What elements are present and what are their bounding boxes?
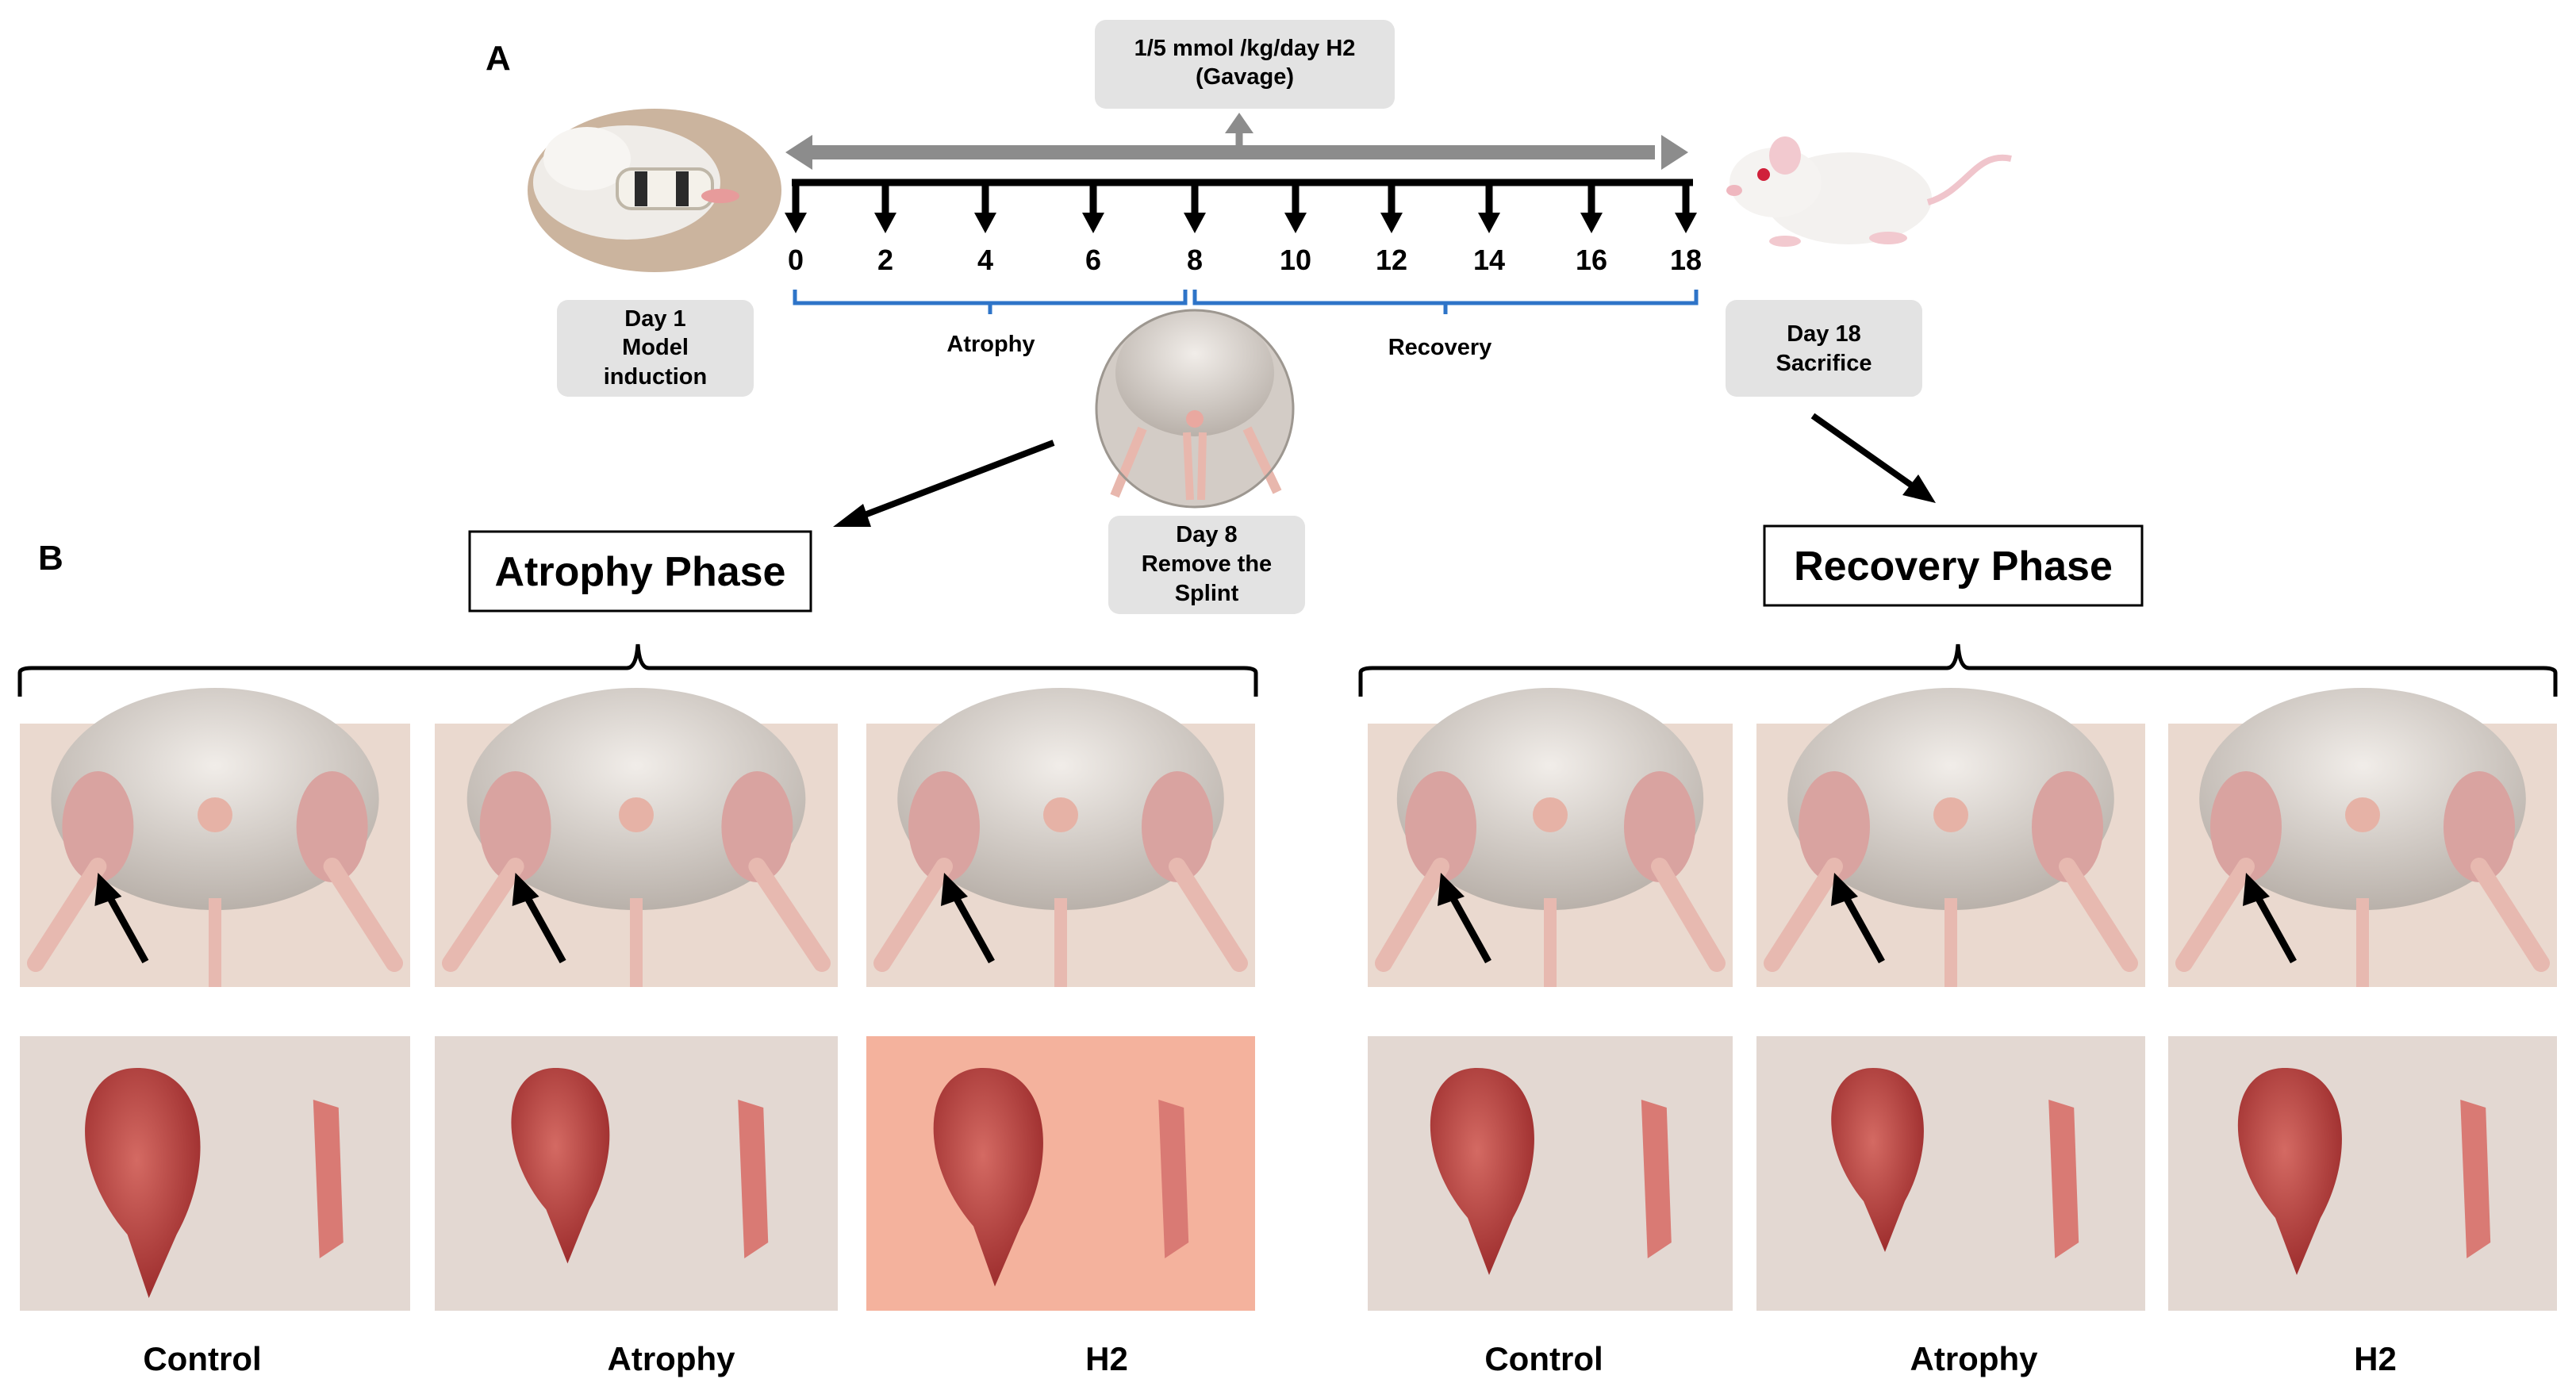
- timeline-tick-arrow: [1380, 184, 1403, 233]
- muscle-photo: [435, 1036, 838, 1311]
- white-mouse-image: [1726, 136, 2012, 247]
- treatment-period-arrow: [785, 135, 1688, 170]
- timeline-tick-label: 10: [1280, 244, 1311, 276]
- muscle-photo: [1368, 1036, 1733, 1311]
- day8-box: [1108, 516, 1305, 614]
- atrophy-phase-brace: [17, 643, 1258, 697]
- panel-label-b: B: [38, 539, 63, 578]
- timeline-tick-arrow: [874, 184, 896, 233]
- timeline-tick-arrow: [974, 184, 996, 233]
- splint-removed-mouse-image: [1095, 309, 1295, 509]
- timeline-tick-arrow: [1478, 184, 1500, 233]
- group-labels: Control Atrophy H2 Control Atrophy H2: [143, 1340, 2397, 1377]
- timeline-tick-label: 8: [1187, 244, 1203, 276]
- muscle-photo: [1756, 1036, 2145, 1311]
- group-label: Control: [1484, 1340, 1603, 1377]
- day8-line-1: Day 8: [1176, 522, 1237, 547]
- timeline-tick-label: 0: [788, 244, 804, 276]
- hindlimb-photo: [435, 688, 838, 987]
- timeline-tick-arrow: [1675, 184, 1697, 233]
- timeline-tick-label: 18: [1670, 244, 1702, 276]
- hindlimb-photo: [1368, 688, 1733, 987]
- group-label: H2: [2354, 1340, 2397, 1377]
- hindlimb-photo: [2168, 688, 2557, 987]
- day1-line-2: Model: [622, 335, 689, 360]
- hindlimb-photo: [1756, 688, 2145, 987]
- atrophy-bracket: [793, 290, 1188, 314]
- timeline-tick-arrow: [1284, 184, 1307, 233]
- hindlimb-photo: [20, 688, 410, 987]
- hindlimb-photo: [866, 688, 1255, 987]
- muscle-photo: [2168, 1036, 2557, 1311]
- arrow-to-atrophy-phase: [833, 440, 1055, 527]
- timeline-tick-arrow: [785, 184, 807, 233]
- day8-line-3: Splint: [1175, 581, 1239, 606]
- group-photos: [20, 688, 2557, 1311]
- atrophy-phase-box: [468, 530, 812, 613]
- timeline-tick-label: 12: [1376, 244, 1407, 276]
- day18-line-1: Day 18: [1787, 321, 1861, 347]
- timeline-tick-label: 4: [977, 244, 993, 276]
- panel-label-a: A: [486, 39, 511, 78]
- group-label: Atrophy: [608, 1340, 736, 1377]
- timeline-tick-label: 16: [1576, 244, 1607, 276]
- muscle-photo: [20, 1036, 410, 1311]
- dose-line-1: 1/5 mmol /kg/day H2: [1134, 36, 1356, 61]
- timeline-tick-arrows: [785, 184, 1697, 233]
- timeline-tick-label: 14: [1473, 244, 1505, 276]
- arrow-to-recovery-phase: [1810, 413, 1936, 503]
- recovery-bracket: [1192, 290, 1699, 314]
- timeline-tick-arrow: [1184, 184, 1206, 233]
- day1-box: [557, 300, 754, 397]
- group-label: Control: [143, 1340, 261, 1377]
- atrophy-phase-title: Atrophy Phase: [495, 549, 786, 595]
- timeline-tick-label: 2: [877, 244, 893, 276]
- dose-line-2: (Gavage): [1196, 64, 1294, 90]
- atrophy-bracket-label: Atrophy: [946, 332, 1035, 357]
- muscle-photo: [866, 1036, 1255, 1311]
- recovery-phase-brace: [1358, 643, 2558, 697]
- splinted-mouse-image: [528, 109, 781, 272]
- recovery-phase-title: Recovery Phase: [1794, 543, 2113, 590]
- recovery-bracket-label: Recovery: [1388, 335, 1492, 360]
- day1-line-3: induction: [604, 364, 707, 390]
- dose-box: [1095, 20, 1395, 109]
- timeline-tick-arrow: [1082, 184, 1104, 233]
- timeline-tick-label: 6: [1085, 244, 1101, 276]
- group-label: Atrophy: [1910, 1340, 2039, 1377]
- recovery-phase-box: [1763, 524, 2144, 607]
- day18-box: [1726, 300, 1922, 397]
- group-label: H2: [1085, 1340, 1128, 1377]
- timeline-tick-arrow: [1580, 184, 1603, 233]
- day8-line-2: Remove the: [1142, 551, 1272, 577]
- day1-line-1: Day 1: [624, 306, 685, 332]
- day18-line-2: Sacrifice: [1776, 351, 1872, 376]
- timeline-tick-labels: 0 2 4 6 8 10 12 14 16 18: [788, 244, 1702, 276]
